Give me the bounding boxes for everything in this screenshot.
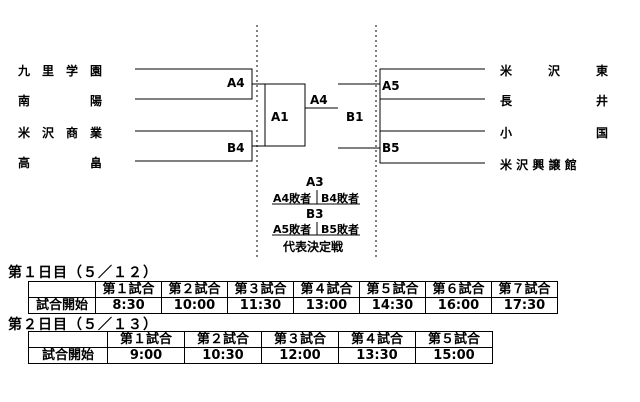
b3-sub-left: A5敗者 xyxy=(273,223,312,236)
label-a4-top: A4 xyxy=(227,76,245,90)
day2-row-label: 試合開始 xyxy=(28,347,108,364)
day2-header-row: 第１試合 第２試合 第３試合 第４試合 第５試合 xyxy=(28,331,493,348)
label-b5: B5 xyxy=(382,141,400,155)
day1-header-cell: 第３試合 xyxy=(227,281,294,298)
label-a3: A3 xyxy=(306,175,324,189)
day1-header-blank xyxy=(28,281,96,298)
day1-header-cell: 第４試合 xyxy=(293,281,360,298)
day1-time-cell: 10:00 xyxy=(161,297,228,314)
day1-header-cell: 第１試合 xyxy=(95,281,162,298)
day2-title: 第２日目（５／１３） xyxy=(8,317,158,333)
day2-header-cell: 第１試合 xyxy=(107,331,185,348)
left-team-2: 南 陽 xyxy=(18,94,103,108)
day2-time-cell: 15:00 xyxy=(415,347,493,364)
day1-time-cell: 11:30 xyxy=(227,297,294,314)
day1-title: 第１日目（５／１２） xyxy=(8,265,158,281)
left-team-1: 九 里 学 園 xyxy=(18,64,103,78)
label-b3: B3 xyxy=(306,207,324,221)
day1-time-cell: 8:30 xyxy=(95,297,162,314)
label-a5: A5 xyxy=(382,79,400,93)
day1-time-cell: 13:00 xyxy=(293,297,360,314)
day2-header-cell: 第４試合 xyxy=(338,331,416,348)
day2-header-cell: 第５試合 xyxy=(415,331,493,348)
right-team-3: 小 国 xyxy=(500,126,609,140)
day2-time-cell: 13:30 xyxy=(338,347,416,364)
left-team-4: 高 畠 xyxy=(18,156,103,170)
day1-schedule-table: 第１試合 第２試合 第３試合 第４試合 第５試合 第６試合 第７試合 試合開始 … xyxy=(28,281,558,314)
day1-time-cell: 17:30 xyxy=(491,297,558,314)
label-b1: B1 xyxy=(346,110,364,124)
day1-header-cell: 第５試合 xyxy=(359,281,426,298)
right-team-1: 米 沢 東 xyxy=(500,64,609,78)
day2-time-cell: 12:00 xyxy=(261,347,339,364)
right-team-4: 米 沢 興 譲 館 xyxy=(500,158,577,172)
label-a4-mid: A4 xyxy=(310,93,328,107)
day2-header-blank xyxy=(28,331,108,348)
day2-header-cell: 第３試合 xyxy=(261,331,339,348)
day1-time-row: 試合開始 8:30 10:00 11:30 13:00 14:30 16:00 … xyxy=(28,297,558,314)
day1-row-label: 試合開始 xyxy=(28,297,96,314)
representative-match-label: 代表決定戦 xyxy=(283,240,344,254)
day1-time-cell: 14:30 xyxy=(359,297,426,314)
day2-time-row: 試合開始 9:00 10:30 12:00 13:30 15:00 xyxy=(28,347,493,364)
left-team-3: 米 沢 商 業 xyxy=(18,126,103,140)
day1-header-cell: 第６試合 xyxy=(425,281,492,298)
a3-sub-left: A4敗者 xyxy=(273,192,312,205)
day1-header-row: 第１試合 第２試合 第３試合 第４試合 第５試合 第６試合 第７試合 xyxy=(28,281,558,298)
b3-sub-right: B5敗者 xyxy=(321,223,360,236)
day2-time-cell: 9:00 xyxy=(107,347,185,364)
day2-time-cell: 10:30 xyxy=(184,347,262,364)
day2-header-cell: 第２試合 xyxy=(184,331,262,348)
day2-schedule-table: 第１試合 第２試合 第３試合 第４試合 第５試合 試合開始 9:00 10:30… xyxy=(28,331,493,364)
a3-sub-right: B4敗者 xyxy=(321,192,360,205)
label-b4: B4 xyxy=(227,141,245,155)
label-a1: A1 xyxy=(271,110,289,124)
day1-header-cell: 第２試合 xyxy=(161,281,228,298)
right-team-2: 長 井 xyxy=(500,94,609,108)
day1-time-cell: 16:00 xyxy=(425,297,492,314)
day1-header-cell: 第７試合 xyxy=(491,281,558,298)
